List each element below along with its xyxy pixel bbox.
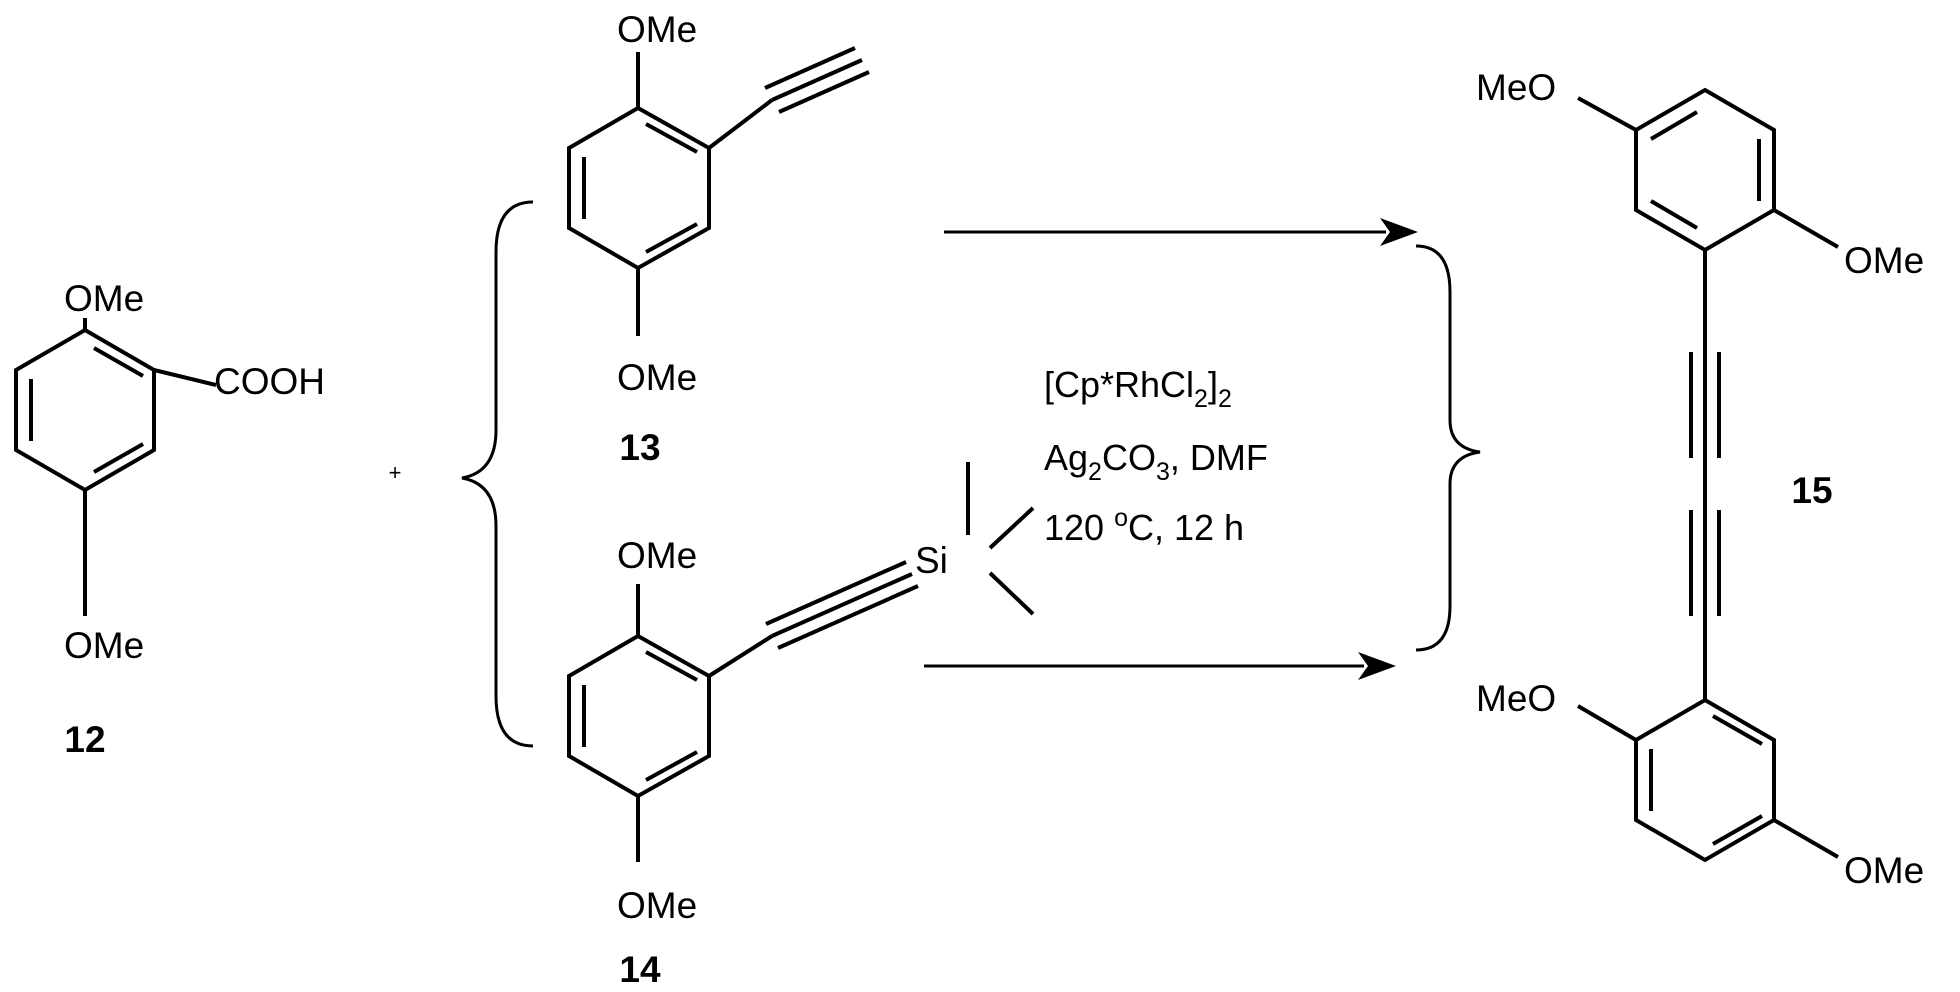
compound-14-ring [567,633,711,799]
compound-15-structure: MeO OMe MeO OMe 15 [1476,67,1924,891]
conditions-reagents: Ag2CO3, DMF [1044,437,1268,486]
compound-12-bottom-ome: OMe [64,625,144,666]
compound-15-lower-left-meo: MeO [1476,678,1556,719]
conditions-catalyst: [Cp*RhCl2]2 [1044,364,1232,413]
right-brace [1415,244,1481,652]
upper-reaction-arrow [944,218,1418,246]
compound-15-lower-ring [1634,697,1776,863]
compound-13-ring [567,105,711,271]
compound-13-label: 13 [619,427,660,468]
plus-sign: + [389,460,402,485]
compound-13-bottom-ome: OMe [617,357,697,398]
compound-12-label: 12 [64,719,105,760]
compound-12-cooh: COOH [214,361,325,402]
compound-14-bottom-ome: OMe [617,885,697,926]
compound-15-upper-right-ome: OMe [1844,240,1924,281]
compound-14-silicon: Si [915,540,948,581]
compound-13-top-ome: OMe [617,9,697,50]
compound-12-ring [14,327,156,493]
compound-15-label: 15 [1791,470,1832,511]
reaction-conditions: [Cp*RhCl2]2 Ag2CO3, DMF 120 oC, 12 h [1044,364,1268,548]
compound-12-structure: OMe COOH OMe 12 [14,278,325,760]
compound-14-structure: OMe Si OMe 14 [567,462,1035,990]
compound-12-top-ome: OMe [64,278,144,319]
compound-14-top-ome: OMe [617,535,697,576]
compound-15-upper-ring [1634,87,1776,253]
conditions-temperature-time: 120 oC, 12 h [1044,504,1244,548]
compound-13-structure: OMe OMe 13 [567,9,870,468]
compound-15-upper-left-meo: MeO [1476,67,1556,108]
compound-14-label: 14 [619,949,661,990]
compound-15-lower-right-ome: OMe [1844,850,1924,891]
left-brace [461,200,534,748]
lower-reaction-arrow [924,652,1396,680]
